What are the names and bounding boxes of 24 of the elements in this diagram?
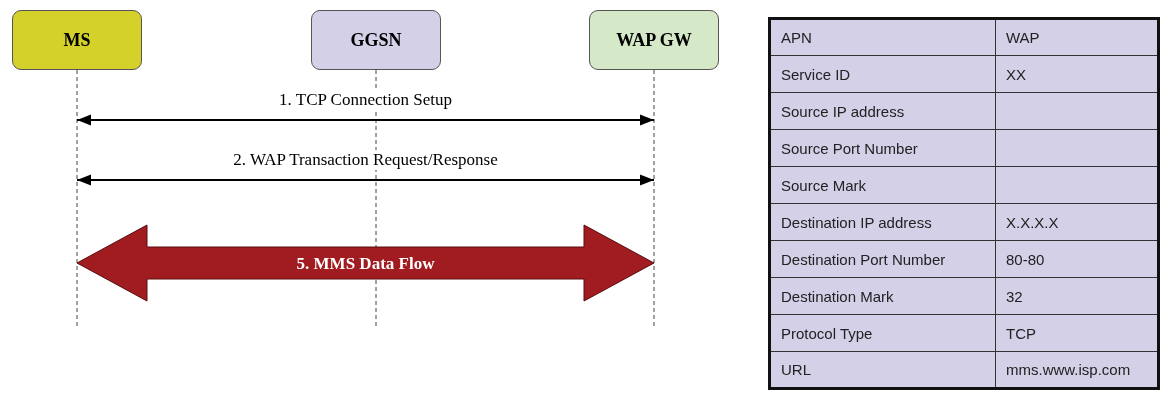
parameter-value: mms.www.isp.com (995, 351, 1159, 389)
parameter-name: Source Mark (769, 166, 996, 204)
parameter-name: Destination IP address (769, 203, 996, 241)
parameter-value: XX (995, 55, 1159, 93)
parameter-name: Service ID (769, 55, 996, 93)
parameter-name: Destination Port Number (769, 240, 996, 278)
participant-box: WAP GW (589, 10, 719, 70)
parameter-name: Source Port Number (769, 129, 996, 167)
parameter-name: Destination Mark (769, 277, 996, 315)
double-headed-block-arrow (76, 224, 655, 302)
parameter-value: 80-80 (995, 240, 1159, 278)
participant-box: GGSN (311, 10, 441, 70)
double-headed-arrow (76, 174, 655, 186)
parameter-name: URL (769, 351, 996, 389)
parameter-value: 32 (995, 277, 1159, 315)
parameter-value: X.X.X.X (995, 203, 1159, 241)
parameter-name: APN (769, 18, 996, 56)
parameter-name: Protocol Type (769, 314, 996, 352)
parameter-value: WAP (995, 18, 1159, 56)
participant-box: MS (12, 10, 142, 70)
parameter-value: TCP (995, 314, 1159, 352)
double-headed-arrow (76, 114, 655, 126)
parameter-name: Source IP address (769, 92, 996, 130)
edge-label: 5. MMS Data Flow (296, 254, 435, 274)
